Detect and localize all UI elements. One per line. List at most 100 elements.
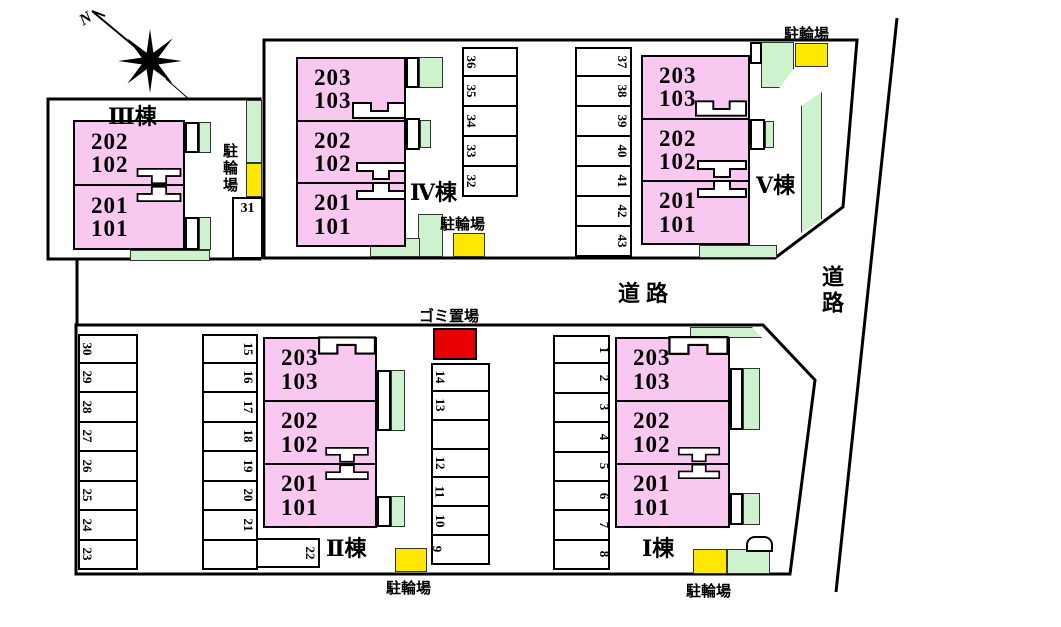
- room-numbers: 203 103: [633, 345, 671, 394]
- entrance-alcove: [136, 168, 182, 202]
- stall-number: 13: [433, 398, 448, 412]
- stall-number: 40: [615, 144, 630, 158]
- parking-stall-1: 1: [553, 335, 612, 365]
- parking-stall-10: 10: [431, 505, 490, 537]
- porch: [406, 118, 420, 150]
- stall-number: 6: [596, 492, 612, 499]
- room-block: 202 102: [75, 122, 183, 184]
- room-numbers: 201 101: [314, 190, 352, 239]
- parking-stall-11: 11: [431, 476, 490, 508]
- stall-number: 20: [241, 488, 256, 502]
- building-5-name: Ⅴ棟: [756, 173, 796, 198]
- parking-stall-23: 23: [78, 538, 138, 570]
- building-4-name: Ⅳ棟: [410, 180, 457, 205]
- bicycle-parking-area: [795, 43, 828, 67]
- porch: [750, 119, 765, 150]
- room-numbers: 201 101: [633, 471, 671, 520]
- room-numbers: 202 102: [314, 127, 352, 176]
- planting-strip: [419, 57, 443, 88]
- stall-number: 18: [241, 429, 256, 443]
- room-numbers: 201 101: [91, 192, 129, 241]
- building-4: 203 103 202 102 201 101: [296, 57, 406, 247]
- road-label: 道路: [618, 281, 675, 306]
- porch: [406, 57, 419, 88]
- parking-stall-40: 40: [575, 135, 632, 167]
- porch: [730, 493, 743, 525]
- stall-number: 43: [615, 234, 630, 248]
- bicycle-parking-label: 駐輪場: [386, 581, 432, 597]
- bicycle-parking-label: 駐輪場: [784, 27, 830, 43]
- room-block: 201 101: [298, 182, 404, 245]
- parking-stall-21: 21: [202, 509, 258, 541]
- parking-stall-2: 2: [553, 362, 611, 394]
- bicycle-parking-area: [395, 548, 427, 572]
- stall-number: 1: [596, 346, 612, 353]
- planting-strip: [199, 122, 211, 153]
- room-block: 202 102: [265, 400, 375, 463]
- planting-strip: [765, 121, 774, 148]
- porch: [185, 217, 199, 250]
- parking-stall-25: 25: [78, 479, 138, 511]
- parking-stall-31: 31: [232, 197, 263, 259]
- stall-number: 39: [615, 114, 630, 128]
- room-block: 202 102: [298, 119, 404, 183]
- stall-number: 10: [433, 514, 448, 528]
- bicycle-parking-area: [246, 163, 262, 197]
- planting-strip: [743, 493, 760, 525]
- bicycle-parking-label: 駐輪場: [221, 143, 237, 194]
- stall-number: 28: [80, 400, 95, 414]
- parking-stall-13: 13: [431, 389, 490, 421]
- stall-number: 34: [464, 114, 479, 128]
- compass-north-icon: N: [78, 8, 191, 101]
- porch: [377, 496, 391, 527]
- planting-strip: [391, 496, 405, 527]
- entrance-alcove: [697, 160, 747, 198]
- stall-number: 19: [241, 459, 256, 473]
- parking-stall-14: 14: [431, 363, 490, 392]
- stall-number: 11: [432, 485, 448, 498]
- planting-strip: [246, 100, 262, 163]
- planting-strip: [743, 368, 760, 430]
- entrance-alcove: [325, 447, 369, 480]
- room-block: 203 103: [265, 339, 375, 400]
- stall-number: 4: [596, 433, 612, 441]
- planting-strip: [418, 214, 443, 257]
- parking-stall-39: 39: [575, 105, 632, 137]
- garbage-area-label: ゴミ置場: [419, 309, 480, 325]
- bicycle-parking-label: 駐輪場: [686, 584, 732, 600]
- entrance-alcove: [668, 336, 729, 355]
- parking-stall-43: 43: [575, 225, 632, 257]
- parking-stall-36: 36: [462, 47, 518, 77]
- room-numbers: 203 103: [314, 64, 352, 114]
- room-numbers: 202 102: [659, 125, 697, 174]
- planting-strip: [391, 370, 405, 431]
- building-3: 202 102 201 101: [73, 120, 185, 250]
- parking-stall-28: 28: [78, 391, 138, 423]
- parking-stall-8: 8: [553, 538, 611, 570]
- parking-stall-26: 26: [78, 450, 138, 482]
- room-numbers: 202 102: [633, 408, 671, 457]
- parking-stall-18: 18: [202, 420, 258, 452]
- parking-stall-17: 17: [202, 391, 258, 423]
- stall-number: 37: [615, 55, 630, 69]
- room-block: 202 102: [643, 117, 748, 181]
- stall-number: 22: [303, 546, 318, 560]
- parking-stall-15: 15: [202, 334, 258, 364]
- bicycle-parking-area: [693, 549, 727, 574]
- room-block: 201 101: [617, 463, 728, 526]
- room-block: 203 103: [617, 339, 728, 400]
- parking-stall-34: 34: [462, 105, 518, 137]
- stall-number: 33: [464, 144, 479, 158]
- entrance-alcove: [695, 100, 747, 117]
- building-2: 203 103 202 102 201 101: [263, 337, 377, 528]
- planting-strip: [420, 120, 431, 148]
- parking-stall-19: 19: [202, 450, 258, 482]
- planting-strip: [801, 92, 822, 233]
- stall-number: 15: [241, 342, 256, 356]
- stall-number: 41: [615, 174, 630, 188]
- parking-stall-32: 32: [462, 165, 518, 197]
- parking-stall-6: 6: [553, 479, 612, 512]
